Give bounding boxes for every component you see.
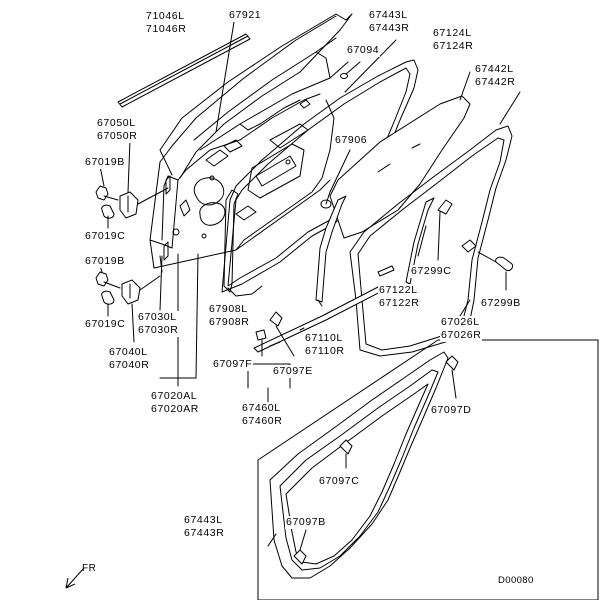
front-direction-label: FR bbox=[82, 563, 97, 574]
label-67094: 67094 bbox=[346, 44, 381, 57]
leader-67921 bbox=[215, 21, 235, 133]
label-67906: 67906 bbox=[334, 134, 369, 147]
bolt-67019b-upper bbox=[95, 165, 119, 201]
bolt-67019b-lower bbox=[95, 265, 121, 289]
label-67097e: 67097E bbox=[272, 365, 314, 378]
clip-67097b bbox=[293, 529, 307, 565]
weatherstrip-67443-upper bbox=[221, 39, 419, 293]
label-67019c-lower: 67019C bbox=[84, 318, 127, 331]
leader-67030 bbox=[159, 255, 163, 311]
clip-67097f bbox=[255, 329, 267, 357]
weatherstrip-67908 bbox=[223, 189, 263, 297]
label-67097d: 67097D bbox=[430, 404, 473, 417]
clip-67097d bbox=[445, 355, 459, 399]
label-67019b-lower: 67019B bbox=[84, 255, 126, 268]
door-shell bbox=[149, 13, 353, 269]
diagram-code: D00080 bbox=[498, 575, 534, 586]
clip-67299b bbox=[461, 239, 513, 291]
clip-67299c bbox=[437, 199, 453, 261]
label-67019b-upper: 67019B bbox=[84, 156, 126, 169]
bolt-67019c-upper bbox=[101, 204, 115, 229]
hinge-67050 bbox=[119, 139, 169, 219]
weatherstrip-67443-lower bbox=[267, 351, 449, 579]
bolt-67019c-lower bbox=[101, 290, 115, 317]
front-direction-arrow-icon bbox=[65, 567, 85, 589]
label-67299c: 67299C bbox=[410, 265, 453, 278]
leader-67443-upper bbox=[344, 39, 397, 93]
label-67097b: 67097B bbox=[285, 516, 327, 529]
sash-67026 bbox=[377, 265, 471, 317]
hinge-67040 bbox=[121, 275, 161, 343]
callout-box bbox=[257, 339, 599, 600]
clip-67097e bbox=[269, 311, 295, 357]
grommet-67094 bbox=[340, 61, 361, 79]
label-67019c-upper: 67019C bbox=[84, 230, 127, 243]
label-67097c: 67097C bbox=[318, 475, 361, 488]
leader-67442 bbox=[499, 91, 521, 125]
belt-molding-71046 bbox=[117, 33, 251, 108]
label-67097f: 67097F bbox=[212, 358, 254, 371]
door-glass-67124 bbox=[329, 71, 471, 239]
sash-channel-67110 bbox=[315, 195, 347, 307]
label-67299b: 67299B bbox=[480, 297, 522, 310]
label-67921: 67921 bbox=[228, 9, 263, 22]
clip-67097c bbox=[339, 439, 353, 469]
part-67906 bbox=[320, 149, 351, 209]
